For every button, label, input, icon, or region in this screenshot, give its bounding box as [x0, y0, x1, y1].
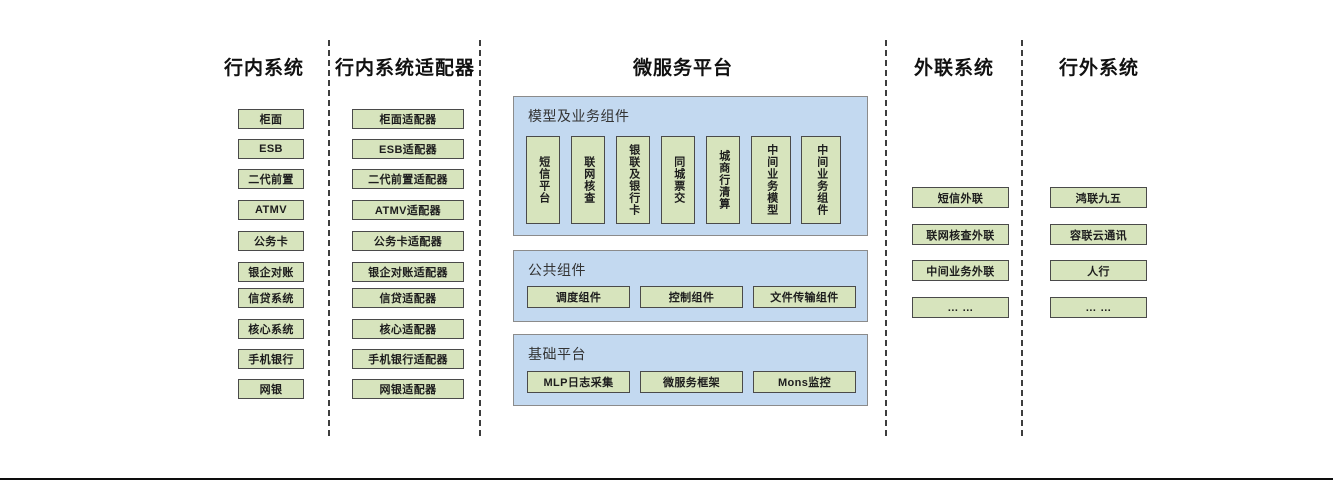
external-link-system-node[interactable]: 短信外联 — [912, 187, 1009, 208]
internal-adapter-node[interactable]: ESB适配器 — [352, 139, 464, 159]
internal-system-node[interactable]: 公务卡 — [238, 231, 304, 251]
base-platform-node[interactable]: MLP日志采集 — [527, 371, 630, 393]
model-business-component-node[interactable]: 联网核查 — [571, 136, 605, 224]
public-component-node[interactable]: 文件传输组件 — [753, 286, 856, 308]
divider-adapter-platform — [479, 40, 481, 436]
internal-system-node[interactable]: ATMV — [238, 200, 304, 220]
bottom-rule — [0, 478, 1333, 480]
panel-label-model-business-components: 模型及业务组件 — [528, 108, 630, 124]
panel-base-platform: 基础平台 — [513, 334, 868, 406]
panel-label-base-platform: 基础平台 — [528, 346, 586, 362]
panel-label-public-components: 公共组件 — [528, 262, 586, 278]
internal-adapter-node[interactable]: 信贷适配器 — [352, 288, 464, 308]
divider-external-outside — [1021, 40, 1023, 436]
internal-system-node[interactable]: 银企对账 — [238, 262, 304, 282]
base-platform-node[interactable]: Mons监控 — [753, 371, 856, 393]
internal-adapter-node[interactable]: ATMV适配器 — [352, 200, 464, 220]
internal-system-node[interactable]: 信贷系统 — [238, 288, 304, 308]
model-business-component-node[interactable]: 短信平台 — [526, 136, 560, 224]
internal-adapter-node[interactable]: 公务卡适配器 — [352, 231, 464, 251]
internal-system-node[interactable]: ESB — [238, 139, 304, 159]
internal-adapter-node[interactable]: 二代前置适配器 — [352, 169, 464, 189]
divider-internal-adapter — [328, 40, 330, 436]
external-link-system-node[interactable]: … … — [912, 297, 1009, 318]
column-title-internal-adapters: 行内系统适配器 — [334, 58, 475, 79]
outside-system-node[interactable]: 人行 — [1050, 260, 1147, 281]
model-business-component-node[interactable]: 中间业务模型 — [751, 136, 791, 224]
public-component-node[interactable]: 调度组件 — [527, 286, 630, 308]
column-title-microservice-platform: 微服务平台 — [632, 58, 733, 79]
model-business-component-node[interactable]: 中间业务组件 — [801, 136, 841, 224]
internal-adapter-node[interactable]: 手机银行适配器 — [352, 349, 464, 369]
internal-system-node[interactable]: 网银 — [238, 379, 304, 399]
column-title-outside-systems: 行外系统 — [1058, 58, 1139, 79]
internal-adapter-node[interactable]: 银企对账适配器 — [352, 262, 464, 282]
divider-platform-external — [885, 40, 887, 436]
external-link-system-node[interactable]: 联网核查外联 — [912, 224, 1009, 245]
base-platform-node[interactable]: 微服务框架 — [640, 371, 743, 393]
public-component-node[interactable]: 控制组件 — [640, 286, 743, 308]
column-title-internal-systems: 行内系统 — [223, 58, 304, 79]
column-title-external-link-systems: 外联系统 — [913, 58, 994, 79]
internal-system-node[interactable]: 二代前置 — [238, 169, 304, 189]
model-business-component-node[interactable]: 银联及银行卡 — [616, 136, 650, 224]
outside-system-node[interactable]: … … — [1050, 297, 1147, 318]
internal-system-node[interactable]: 柜面 — [238, 109, 304, 129]
outside-system-node[interactable]: 鸿联九五 — [1050, 187, 1147, 208]
internal-adapter-node[interactable]: 网银适配器 — [352, 379, 464, 399]
model-business-component-node[interactable]: 同城票交 — [661, 136, 695, 224]
internal-adapter-node[interactable]: 柜面适配器 — [352, 109, 464, 129]
external-link-system-node[interactable]: 中间业务外联 — [912, 260, 1009, 281]
outside-system-node[interactable]: 容联云通讯 — [1050, 224, 1147, 245]
internal-adapter-node[interactable]: 核心适配器 — [352, 319, 464, 339]
internal-system-node[interactable]: 手机银行 — [238, 349, 304, 369]
internal-system-node[interactable]: 核心系统 — [238, 319, 304, 339]
model-business-component-node[interactable]: 城商行清算 — [706, 136, 740, 224]
